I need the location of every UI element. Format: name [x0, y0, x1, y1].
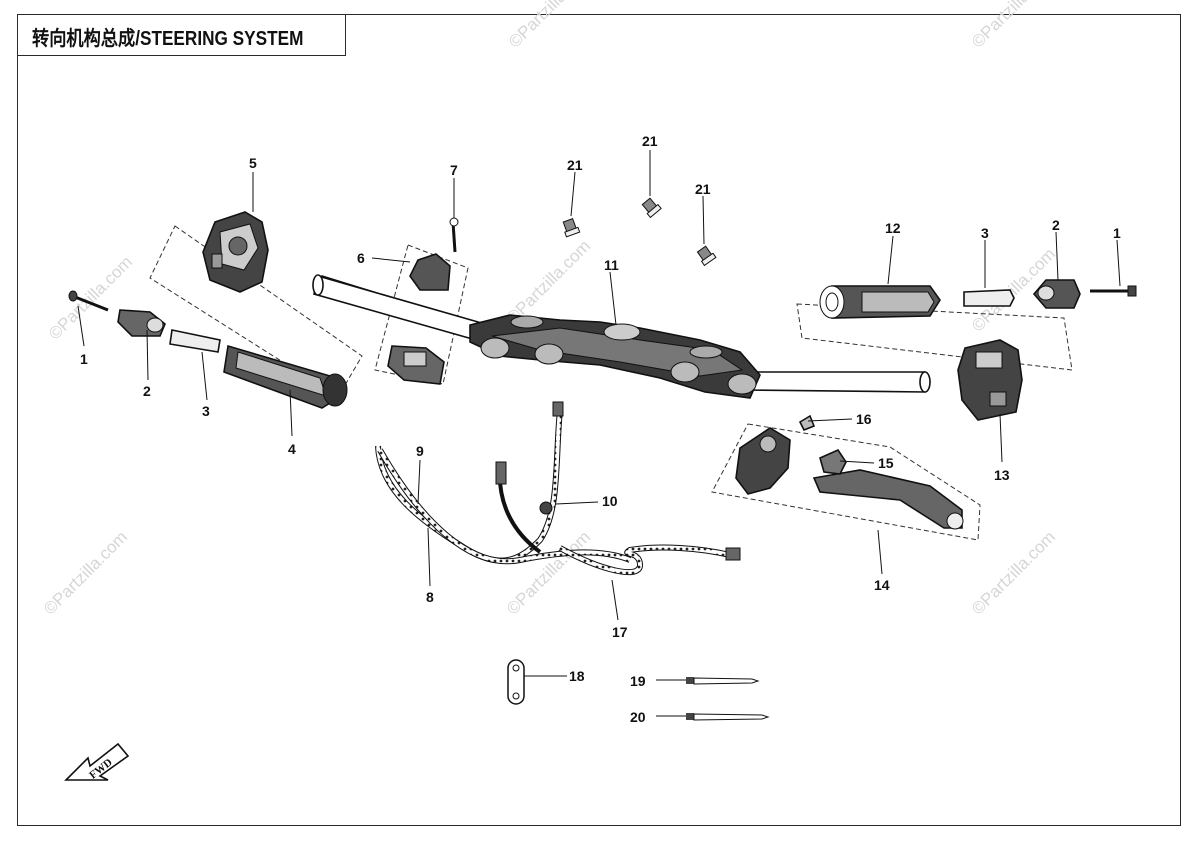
drawing-frame	[17, 14, 1181, 826]
left-bar-end-parts	[68, 290, 348, 409]
callout-10: 10	[602, 493, 618, 509]
callout-12: 12	[885, 220, 901, 236]
cables	[375, 401, 632, 565]
throttle-clamp	[387, 217, 459, 385]
callout-7: 7	[450, 162, 458, 178]
callout-6: 6	[357, 250, 365, 266]
callout-20: 20	[630, 709, 646, 725]
callout-9: 9	[416, 443, 424, 459]
callout-1-left: 1	[80, 351, 88, 367]
right-grip-group-outline	[796, 303, 1073, 371]
callout-4: 4	[288, 441, 296, 457]
right-grip-parts	[819, 279, 1137, 319]
callout-labels: 1 2 3 4 5 6 7 8 9 10 11 12 3 2 1 13 14 1…	[80, 133, 1121, 725]
callout-16: 16	[856, 411, 872, 427]
forward-arrow: FWD	[64, 742, 130, 782]
callout-3-right: 3	[981, 225, 989, 241]
page-title: 转向机构总成/STEERING SYSTEM	[32, 28, 304, 50]
callout-18: 18	[569, 668, 585, 684]
cable-ties	[686, 677, 770, 721]
left-switch-housing	[202, 211, 269, 293]
callout-2-left: 2	[143, 383, 151, 399]
right-switch-housing	[957, 339, 1023, 421]
callout-1-right: 1	[1113, 225, 1121, 241]
callout-21-b: 21	[642, 133, 658, 149]
callout-17: 17	[612, 624, 628, 640]
callout-21-c: 21	[695, 181, 711, 197]
callout-8: 8	[426, 589, 434, 605]
clamp-bolts	[562, 197, 717, 267]
callout-3-left: 3	[202, 403, 210, 419]
handlebar	[312, 274, 931, 393]
callout-21-a: 21	[567, 157, 583, 173]
callout-15: 15	[878, 455, 894, 471]
speedometer-cable	[558, 544, 741, 576]
callout-5: 5	[249, 155, 257, 171]
callout-2-right: 2	[1052, 217, 1060, 233]
callout-14: 14	[874, 577, 890, 593]
handlebar-clamp-bracket	[469, 314, 761, 399]
callout-19: 19	[630, 673, 646, 689]
cable-plate	[507, 659, 525, 705]
callout-11: 11	[604, 257, 619, 273]
callout-13: 13	[994, 467, 1010, 483]
leader-lines	[77, 150, 1121, 717]
brake-lever-assembly	[735, 414, 964, 530]
title-box	[17, 14, 346, 56]
clamp-group-outline	[374, 244, 469, 385]
lever-group-outline	[711, 423, 981, 541]
